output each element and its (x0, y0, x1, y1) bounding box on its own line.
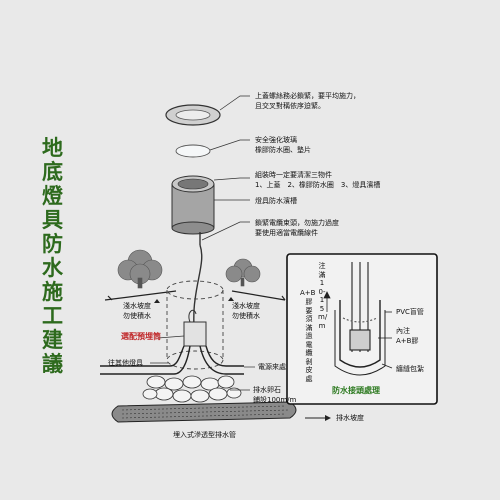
cable-note-line-2: 要使用適當電纜線件 (255, 229, 318, 237)
title-char: 底 (42, 160, 63, 184)
inset-pvc-label: PVC盲管 (396, 308, 424, 316)
inset-inject-note: 注滿10-15m/m (318, 262, 328, 330)
slope-left-line-1: 淺水坡度 (123, 302, 151, 310)
slope-right-line-1: 淺水坡度 (232, 302, 260, 310)
inset-fill-line-1: 內注 (396, 327, 410, 335)
assembly-note-line-2: 1、上蓋 2、橡膠防水圈 3、燈具濱槽 (255, 181, 381, 189)
slope-arrows (154, 297, 234, 303)
ground-surface (104, 290, 286, 301)
leader-lines (150, 95, 255, 391)
title-char: 燈 (42, 184, 63, 208)
inset-ab-label: A+B (300, 289, 316, 297)
inset-title: 防水接頭處理 (332, 386, 380, 395)
tree-right (225, 258, 261, 287)
inset-fill-line-2: A+B膠 (396, 337, 419, 345)
title-char: 具 (42, 208, 63, 232)
assembly-note-line-1: 組裝時一定要清潔三物件 (255, 171, 332, 179)
fixture-housing (171, 175, 215, 245)
title-char: 工 (42, 304, 63, 328)
inset-cable-assembly (334, 262, 386, 376)
inset-arrows (323, 291, 393, 369)
drain-slope-label: 排水坡度 (336, 414, 364, 422)
tree-left (117, 249, 163, 289)
inset-panel (286, 253, 438, 405)
cap-note-line-1: 上蓋螺絲務必鎖緊，要平均施力， (255, 92, 360, 100)
slope-right-line-2: 勿使積水 (232, 312, 260, 320)
gravel-label-line-2: 鋪設100m/m (253, 396, 297, 404)
title-char: 防 (42, 232, 63, 256)
title-char: 施 (42, 280, 63, 304)
inset-glue-note: 膠要須滿過電纜剝皮處 (305, 298, 313, 383)
drain-pipe (111, 401, 331, 423)
title-char: 議 (42, 352, 63, 376)
title-char: 水 (42, 256, 63, 280)
title-char: 地 (42, 136, 63, 160)
underground-cylinder (166, 280, 224, 370)
glass-note-line-2: 橡膠防水圈、墊片 (255, 146, 311, 154)
junction-box-label: 選配預埋筒 (121, 332, 161, 341)
conduit-pipe (100, 345, 244, 375)
glass-lens (175, 144, 211, 158)
drain-pipe-label: 埋入式滲透型排水管 (173, 431, 236, 439)
cap-note-line-2: 且交叉對稱依序迫緊。 (255, 102, 325, 110)
housing-note: 燈具防水濱槽 (255, 197, 297, 205)
cable-note-line-1: 鎖緊電纜束頭，勿施力過度 (255, 219, 339, 227)
title-char: 建 (42, 328, 63, 352)
junction-box (183, 309, 207, 347)
slope-left-line-2: 勿使積水 (123, 312, 151, 320)
glass-note-line-1: 安全強化玻璃 (255, 136, 297, 144)
cap-ring (165, 104, 221, 126)
drainage-gravel (142, 375, 242, 403)
power-source-label: 電源來處 (258, 363, 286, 371)
inset-wrap-label: 纏縫包紮 (396, 365, 424, 373)
to-other-fixture-label: 往其他燈具 (108, 359, 143, 367)
gravel-label-line-1: 排水卵石 (253, 386, 281, 394)
